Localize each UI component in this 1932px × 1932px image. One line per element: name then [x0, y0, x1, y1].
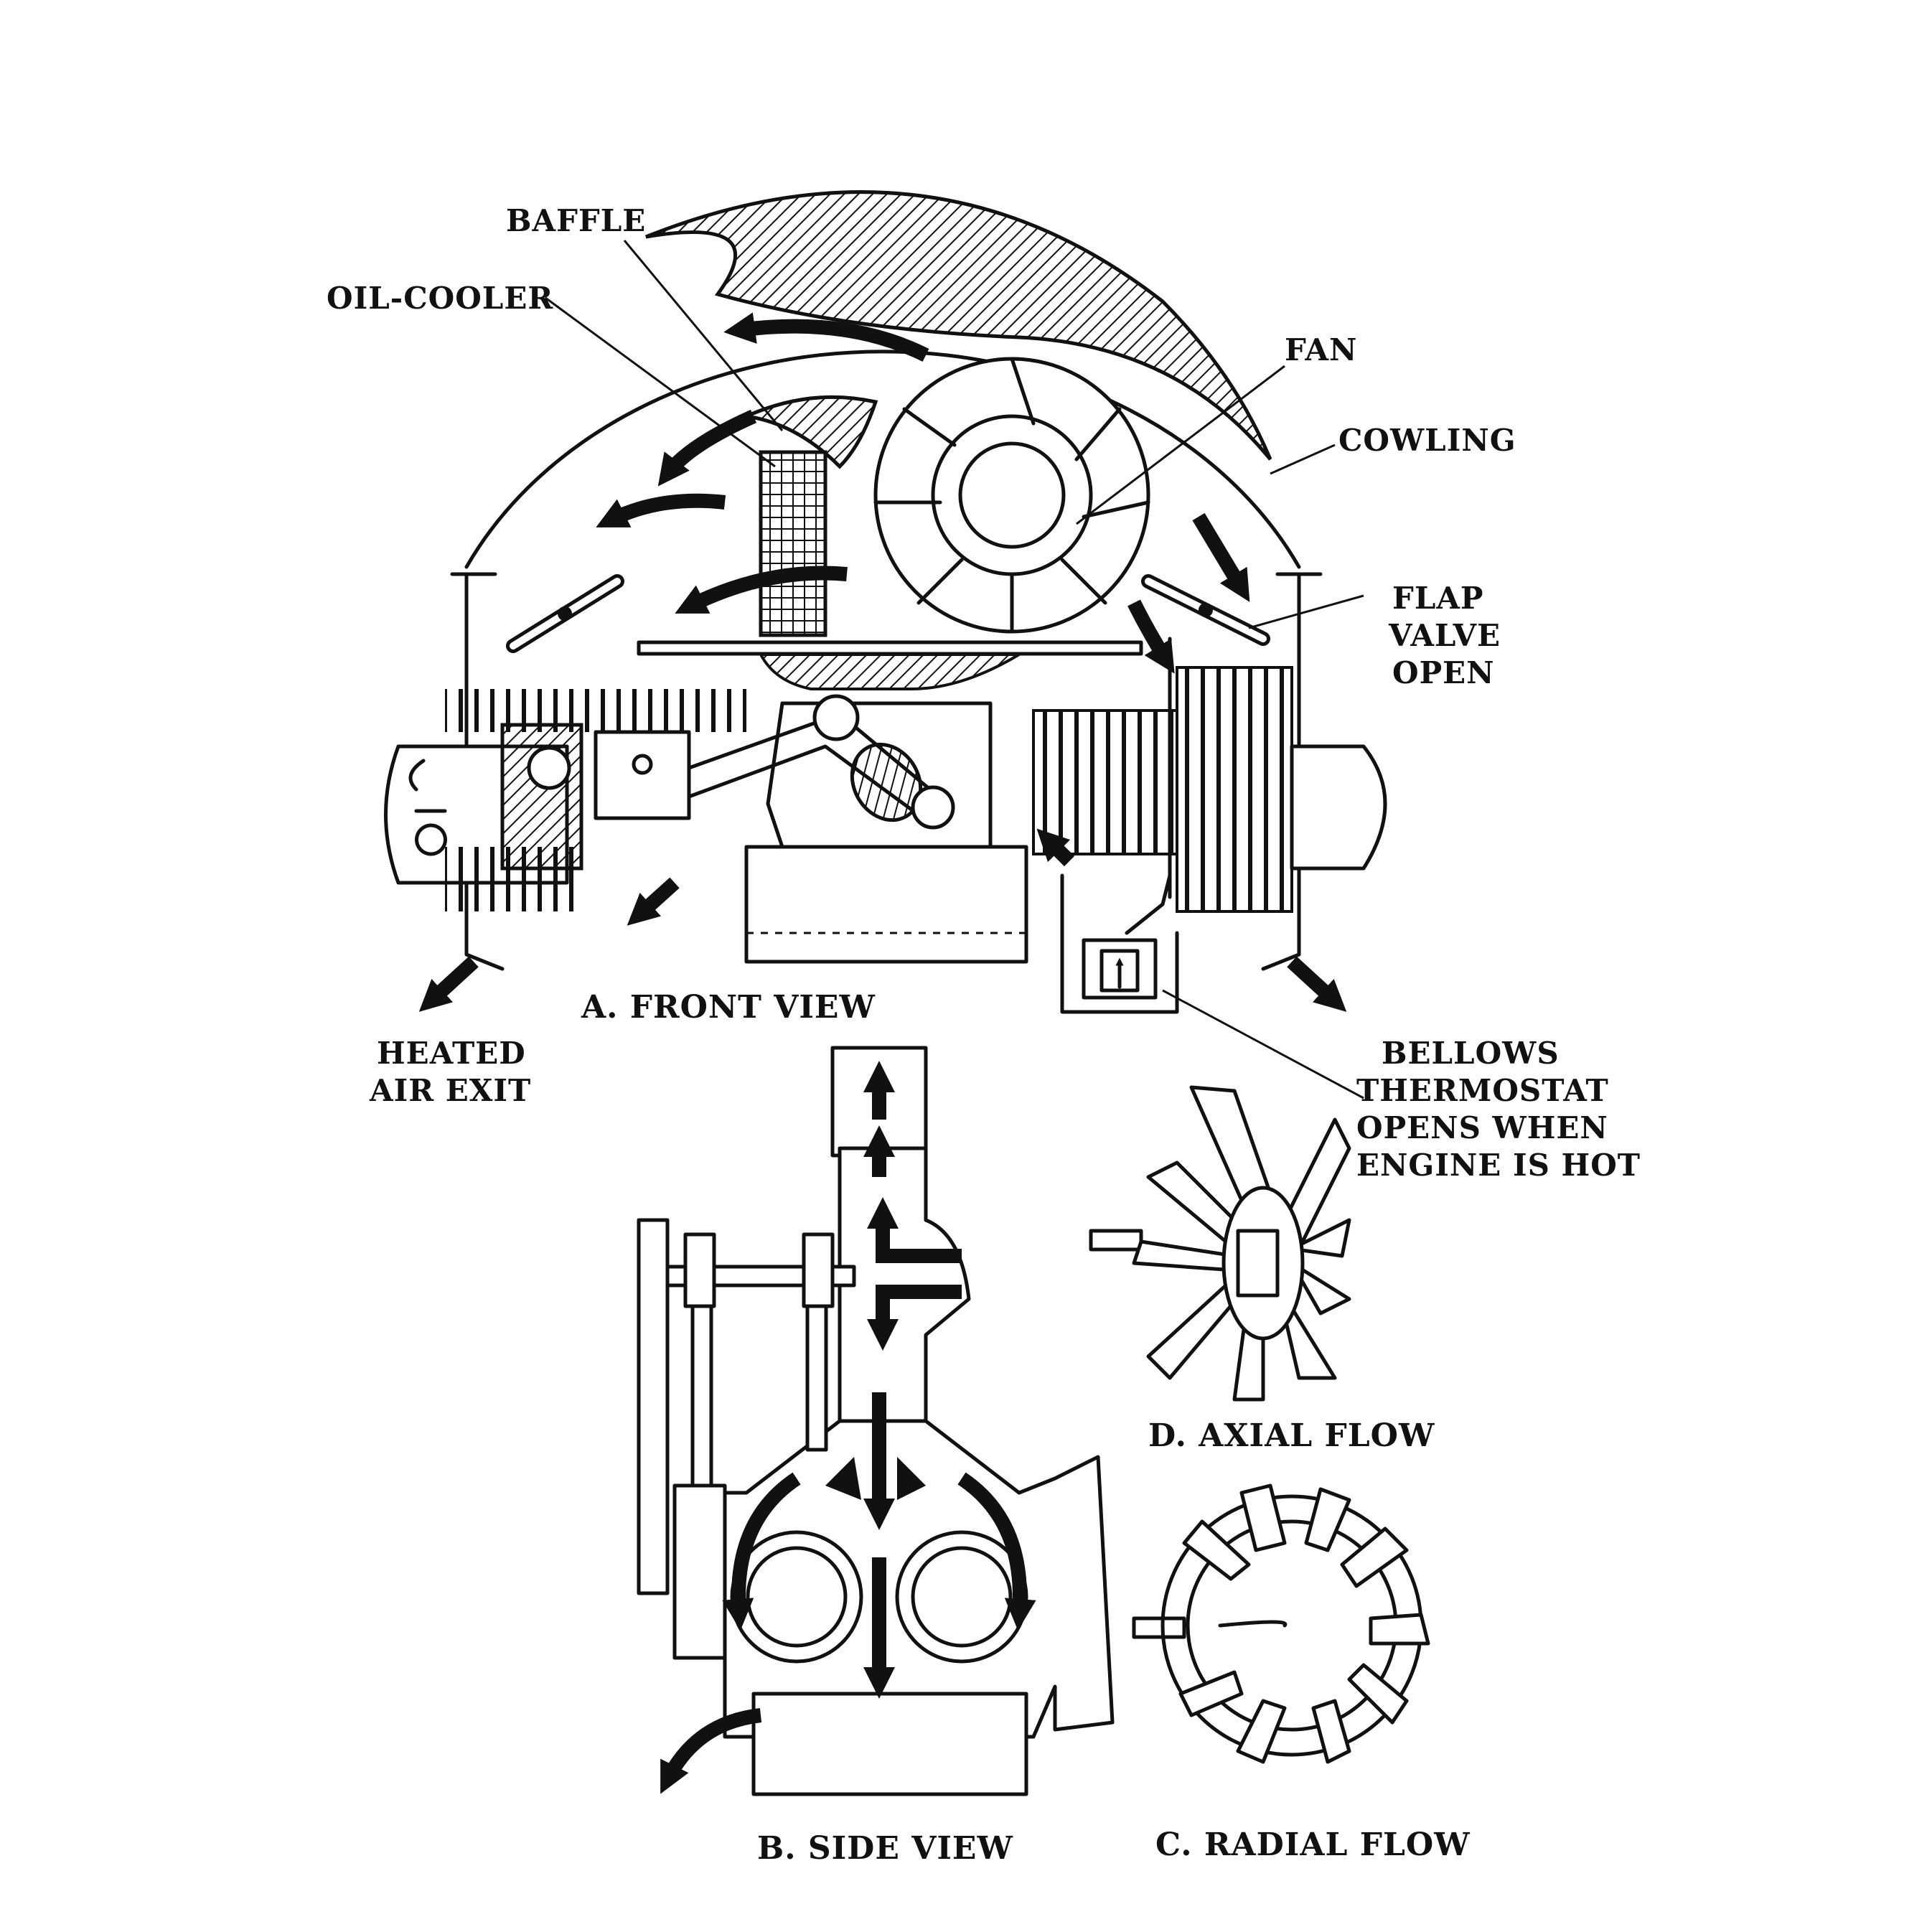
side-pulley-plate: [637, 1218, 670, 1595]
bellows-leader: [1162, 989, 1364, 1099]
side-sump: [751, 1692, 1028, 1796]
baffle-leader: [623, 240, 784, 431]
crankcase: [687, 694, 1028, 964]
fan-leader: [1076, 365, 1285, 525]
label-heated-air-2: AIR EXIT: [369, 1073, 531, 1108]
caption-side-view: B. SIDE VIEW: [757, 1830, 1013, 1867]
heated-air-exit-arrow-left: [418, 956, 479, 1012]
label-cowling: COWLING: [1338, 423, 1516, 458]
label-bellows-3: OPENS WHEN: [1356, 1110, 1608, 1145]
oil-cooler: [759, 450, 827, 637]
bellows-thermostat: [1082, 873, 1172, 1000]
side-cylinder-right-inner: [911, 1546, 1013, 1648]
label-bellows-4: ENGINE IS HOT: [1356, 1148, 1641, 1183]
side-flow-arrow: [722, 1472, 801, 1631]
label-oil-cooler: OIL-COOLER: [327, 281, 553, 316]
airflow-arrow: [723, 312, 929, 362]
side-flow-arrow: [866, 1196, 962, 1263]
airflow-arrow: [1127, 599, 1175, 674]
left-cylinder: [384, 689, 746, 911]
caption-radial-flow: C. RADIAL FLOW: [1155, 1827, 1471, 1863]
axial-flow-fan: [1089, 1085, 1351, 1402]
baffle-deck: [637, 640, 1143, 656]
label-bellows-1: BELLOWS: [1382, 1036, 1560, 1071]
deck-hatched: [758, 653, 1025, 690]
radial-flow-fan: [1132, 1483, 1430, 1764]
side-support: [805, 1304, 828, 1452]
side-left-frame: [672, 1483, 727, 1660]
side-support: [690, 1304, 713, 1502]
cowling-leader: [1270, 444, 1336, 475]
caption-axial-flow: D. AXIAL FLOW: [1148, 1417, 1435, 1454]
airflow-arrow: [596, 493, 726, 527]
side-flow-arrow: [866, 1285, 962, 1351]
fan: [873, 357, 1150, 634]
right-cylinder: [1032, 637, 1387, 913]
label-fan: FAN: [1285, 332, 1357, 367]
side-bearing: [683, 1232, 716, 1308]
flap-valve-leader: [1248, 594, 1364, 629]
label-flap-valve-1: FLAP: [1392, 581, 1484, 616]
airflow-arrow: [1036, 828, 1075, 867]
heated-air-exit-arrow-right: [1287, 956, 1347, 1012]
lower-housing: [464, 873, 1301, 1014]
label-bellows-2: THERMOSTAT: [1356, 1073, 1609, 1108]
side-exit-arrow: [660, 1708, 762, 1794]
cowling-shell: [464, 350, 1301, 569]
side-bearing: [802, 1232, 835, 1308]
side-cylinder-left-inner: [746, 1546, 848, 1648]
label-flap-valve-3: OPEN: [1392, 655, 1495, 690]
side-flow-arrow: [957, 1472, 1036, 1631]
baffle: [740, 395, 878, 469]
flap-valve-right: [1141, 574, 1270, 646]
caption-front-view: A. FRONT VIEW: [581, 989, 876, 1026]
oil-cooler-leader: [545, 296, 776, 468]
flap-valve-left: [506, 574, 624, 653]
airflow-arrow: [675, 566, 848, 614]
airflow-arrow: [1192, 512, 1250, 602]
front-view: [384, 190, 1387, 1099]
label-heated-air-1: HEATED: [377, 1036, 526, 1071]
airflow-arrow: [657, 409, 757, 487]
label-baffle: BAFFLE: [506, 203, 646, 238]
cowling-hatched-section: [645, 190, 1272, 461]
airflow-arrow: [627, 877, 680, 926]
label-flap-valve-2: VALVE: [1388, 618, 1501, 653]
side-baffle-right: [897, 1457, 926, 1500]
side-view: [637, 1046, 1115, 1796]
side-baffle-left: [825, 1457, 861, 1500]
